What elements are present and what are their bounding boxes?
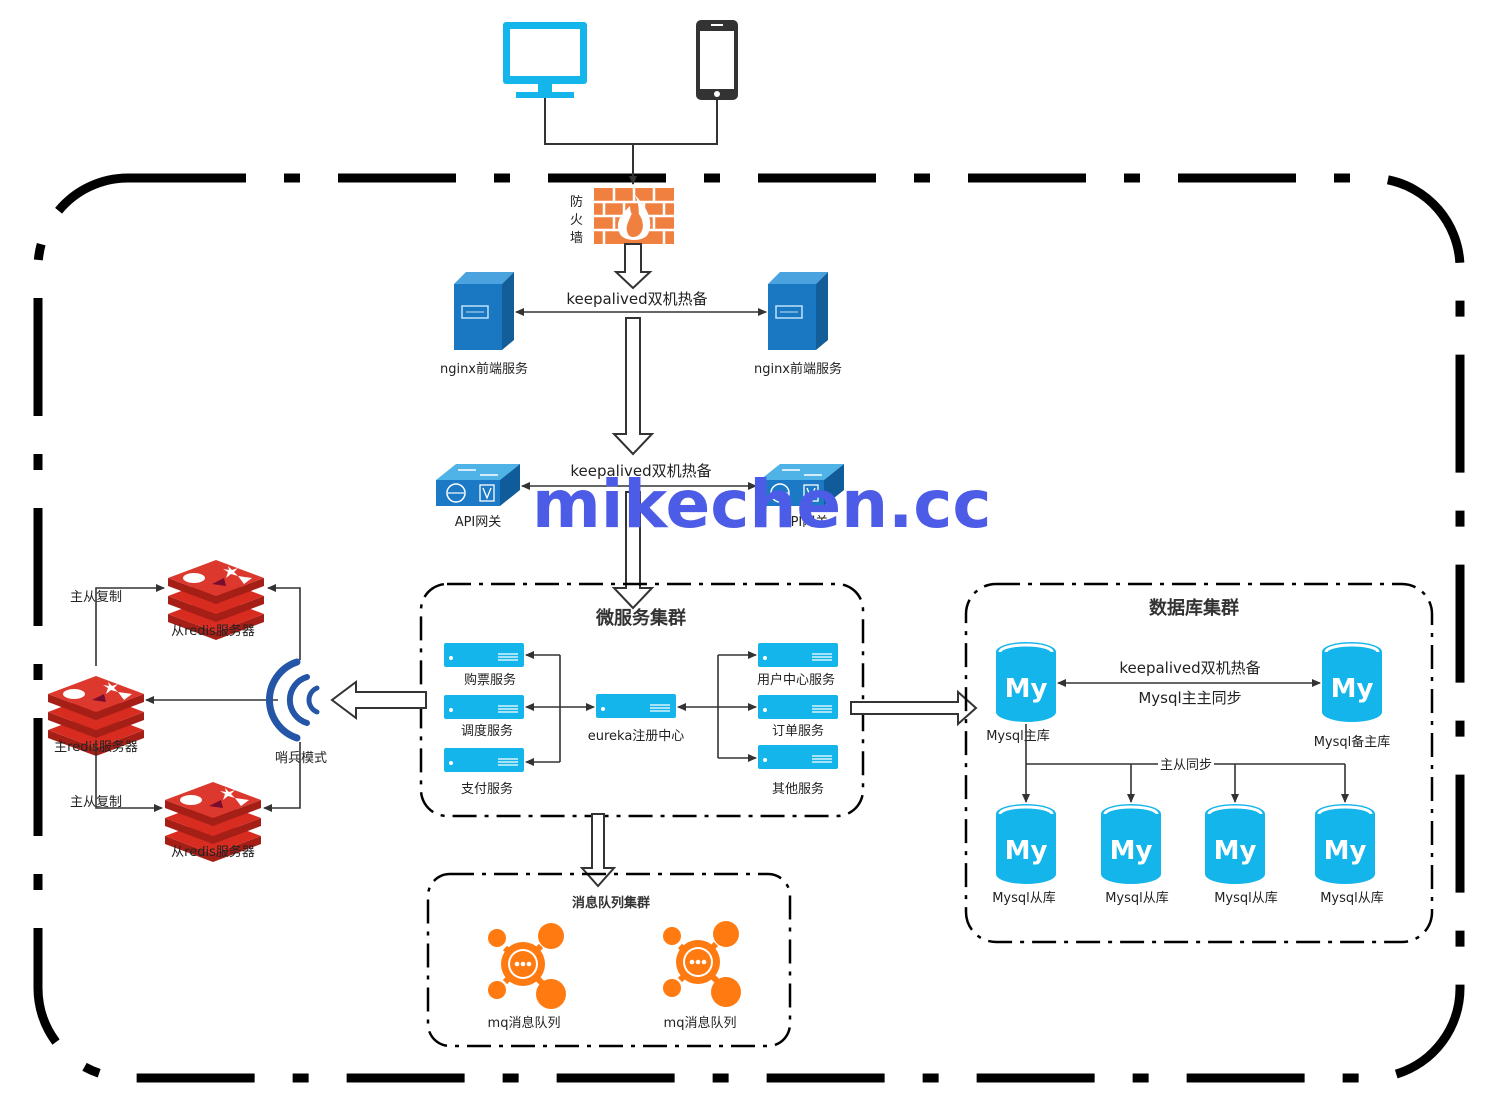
mysql-slave-sync-label: 主从同步 bbox=[1160, 758, 1212, 773]
service-label-payment: 支付服务 bbox=[461, 781, 513, 797]
mq-cluster-box bbox=[426, 872, 792, 1048]
firewall-icon bbox=[594, 188, 674, 244]
microservices-to-redis-arrow bbox=[330, 680, 427, 720]
service-label-order: 订单服务 bbox=[772, 723, 824, 739]
service-user-center-icon bbox=[757, 642, 839, 668]
mysql-keepalived-label: keepalived双机热备 bbox=[1119, 659, 1260, 677]
firewall-label-2: 火 bbox=[570, 213, 583, 228]
mq-right-icon bbox=[663, 921, 741, 1007]
eureka-label: eureka注册中心 bbox=[588, 729, 685, 744]
sync-label-bg bbox=[1158, 756, 1214, 772]
firewall-to-nginx-arrow bbox=[613, 243, 653, 290]
database-cluster-box bbox=[964, 582, 1434, 944]
nginx-left-label: nginx前端服务 bbox=[440, 361, 528, 377]
service-dispatch-icon bbox=[443, 694, 525, 720]
gateway-right-label: API网关 bbox=[782, 515, 829, 530]
nginx-keepalived-label: keepalived双机热备 bbox=[566, 290, 707, 308]
mysql-slave-4-icon: My bbox=[1313, 802, 1377, 886]
sentinel-signal-icon bbox=[265, 658, 320, 742]
mq-right-label: mq消息队列 bbox=[664, 1015, 737, 1031]
nginx-server-left-icon bbox=[453, 271, 515, 351]
mysql-slave-2-label: Mysql从库 bbox=[1105, 890, 1169, 906]
system-boundary bbox=[33, 173, 1465, 1083]
gateway-to-microservices-arrow bbox=[611, 491, 655, 610]
api-gateway-left-icon bbox=[435, 463, 521, 507]
mq-left-icon bbox=[488, 923, 566, 1009]
svg-text:My: My bbox=[1214, 836, 1257, 866]
firewall-label-1: 防 bbox=[570, 194, 583, 210]
redis-slave-bottom-label: 从redis服务器 bbox=[171, 844, 255, 860]
service-label-dispatch: 调度服务 bbox=[461, 723, 513, 739]
sentinel-label: 哨兵模式 bbox=[275, 751, 327, 766]
firewall-label-3: 墙 bbox=[570, 231, 583, 246]
microservices-cluster-box bbox=[419, 582, 865, 818]
redis-connectors bbox=[95, 584, 301, 812]
svg-text:My: My bbox=[1005, 836, 1048, 866]
mysql-master-icon: My bbox=[994, 640, 1058, 724]
mysql-slave-3-label: Mysql从库 bbox=[1214, 890, 1278, 906]
mysql-slave-2-icon: My bbox=[1099, 802, 1163, 886]
mysql-slave-4-label: Mysql从库 bbox=[1320, 890, 1384, 906]
svg-text:My: My bbox=[1324, 836, 1367, 866]
service-label-other: 其他服务 bbox=[772, 781, 824, 797]
service-order-icon bbox=[757, 694, 839, 720]
mysql-master-sync-label: Mysql主主同步 bbox=[1138, 689, 1241, 707]
mysql-backup-master-label: Mysql备主库 bbox=[1314, 734, 1391, 750]
service-label-user-center: 用户中心服务 bbox=[757, 672, 835, 688]
mysql-slave-1-label: Mysql从库 bbox=[992, 890, 1056, 906]
microservices-cluster-title: 微服务集群 bbox=[595, 607, 686, 629]
client-connector bbox=[544, 98, 718, 145]
eureka-registry-icon bbox=[595, 693, 677, 719]
svg-text:My: My bbox=[1005, 674, 1048, 704]
service-payment-icon bbox=[443, 747, 525, 773]
database-cluster-title: 数据库集群 bbox=[1149, 597, 1239, 619]
mq-left-label: mq消息队列 bbox=[488, 1015, 561, 1031]
mysql-slave-1-icon: My bbox=[994, 802, 1058, 886]
watermark-text: mikechen.cc bbox=[532, 466, 991, 543]
mysql-master-label: Mysql主库 bbox=[986, 728, 1050, 744]
nginx-to-gateway-arrow bbox=[611, 317, 655, 456]
nginx-right-label: nginx前端服务 bbox=[754, 361, 842, 377]
microservice-connectors bbox=[525, 651, 757, 766]
service-label-ticket: 购票服务 bbox=[464, 672, 516, 688]
svg-text:My: My bbox=[1110, 836, 1153, 866]
mysql-slave-3-icon: My bbox=[1203, 802, 1267, 886]
redis-slave-top-label: 从redis服务器 bbox=[171, 623, 255, 639]
mysql-backup-master-icon: My bbox=[1320, 640, 1384, 724]
mq-cluster-title: 消息队列集群 bbox=[572, 895, 650, 911]
gateway-left-label: API网关 bbox=[455, 515, 502, 530]
svg-text:My: My bbox=[1331, 674, 1374, 704]
microservices-to-mq-arrow bbox=[579, 813, 617, 888]
gateway-keepalived-label: keepalived双机热备 bbox=[570, 462, 711, 480]
nginx-server-right-icon bbox=[767, 271, 829, 351]
monitor-icon bbox=[503, 22, 587, 98]
mobile-phone-icon bbox=[696, 20, 738, 100]
microservices-to-database-arrow bbox=[850, 689, 978, 727]
service-other-icon bbox=[757, 744, 839, 770]
service-ticket-icon bbox=[443, 642, 525, 668]
